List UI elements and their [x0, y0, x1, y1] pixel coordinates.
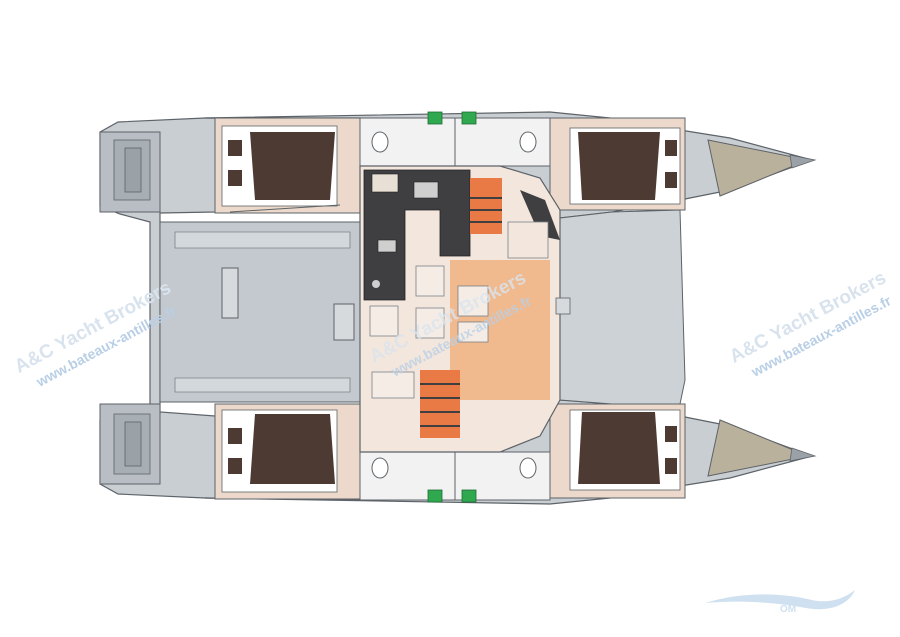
port-companionway-steps [470, 178, 502, 234]
salon-seat [369, 305, 399, 337]
logo-text: OM [780, 604, 796, 615]
salon-seat [415, 307, 445, 339]
fwd-port-bunk [578, 132, 660, 200]
port-stern [99, 131, 161, 213]
stove-icon [413, 181, 439, 199]
aft-seat [371, 371, 415, 399]
port-trampoline [707, 139, 810, 197]
aft-port-bunk [250, 132, 335, 200]
deck-hatch-green [461, 489, 477, 503]
aft-starboard-pillow-2 [228, 458, 242, 474]
fwd-starboard-pillow-1 [665, 426, 677, 442]
salon-table [457, 321, 489, 343]
cockpit-table [221, 267, 239, 319]
starboard-companionway-steps [420, 370, 460, 438]
aft-starboard-pillow-1 [228, 428, 242, 444]
salon-table [457, 285, 489, 317]
aft-port-cabin [214, 117, 361, 214]
cockpit-bench-top [174, 231, 351, 249]
aft-starboard-cabin [214, 403, 361, 500]
cockpit-hatch [333, 303, 355, 341]
fwd-starboard-bunk [578, 412, 660, 484]
aft-starboard-bunk [250, 414, 335, 484]
cockpit-bench-bottom [174, 377, 351, 393]
port-bow-tip [789, 154, 817, 169]
salon-seat [415, 265, 445, 297]
watermark-right: A&C Yacht Brokers www.bateaux-antilles.f… [726, 267, 894, 380]
toilet [371, 131, 389, 153]
toilet [519, 131, 537, 153]
fwd-starboard-cabin [549, 403, 686, 499]
brand-wave-logo: OM [705, 590, 855, 615]
chart-table [507, 221, 549, 259]
port-stern-step-3 [124, 147, 142, 193]
starboard-stern-step-3 [124, 421, 142, 467]
fwd-port-pillow-1 [665, 140, 677, 156]
helm-station [520, 190, 560, 240]
deck-hatch-green [461, 111, 477, 125]
galley-cabinet [371, 173, 399, 193]
toilet [371, 457, 389, 479]
cockpit-floor [159, 221, 361, 403]
deck-hatch-green [427, 111, 443, 125]
fwd-port-cabin [549, 117, 686, 211]
starboard-stern [99, 403, 161, 485]
forward-deck [559, 209, 686, 405]
starboard-trampoline [707, 419, 810, 477]
aft-port-pillow-2 [228, 170, 242, 186]
aft-port-bench [229, 204, 341, 213]
wave-icon [705, 590, 855, 610]
deck-hatch-green [427, 489, 443, 503]
toilet [519, 457, 537, 479]
sink-icon [377, 239, 397, 253]
fwd-port-pillow-2 [665, 172, 677, 188]
starboard-bow-tip [789, 447, 817, 462]
cockpit [159, 221, 361, 403]
fwd-starboard-pillow-2 [665, 458, 677, 474]
galley-tap [372, 280, 380, 288]
aft-port-pillow-1 [228, 140, 242, 156]
salon-door [555, 297, 571, 315]
salon [359, 165, 571, 453]
